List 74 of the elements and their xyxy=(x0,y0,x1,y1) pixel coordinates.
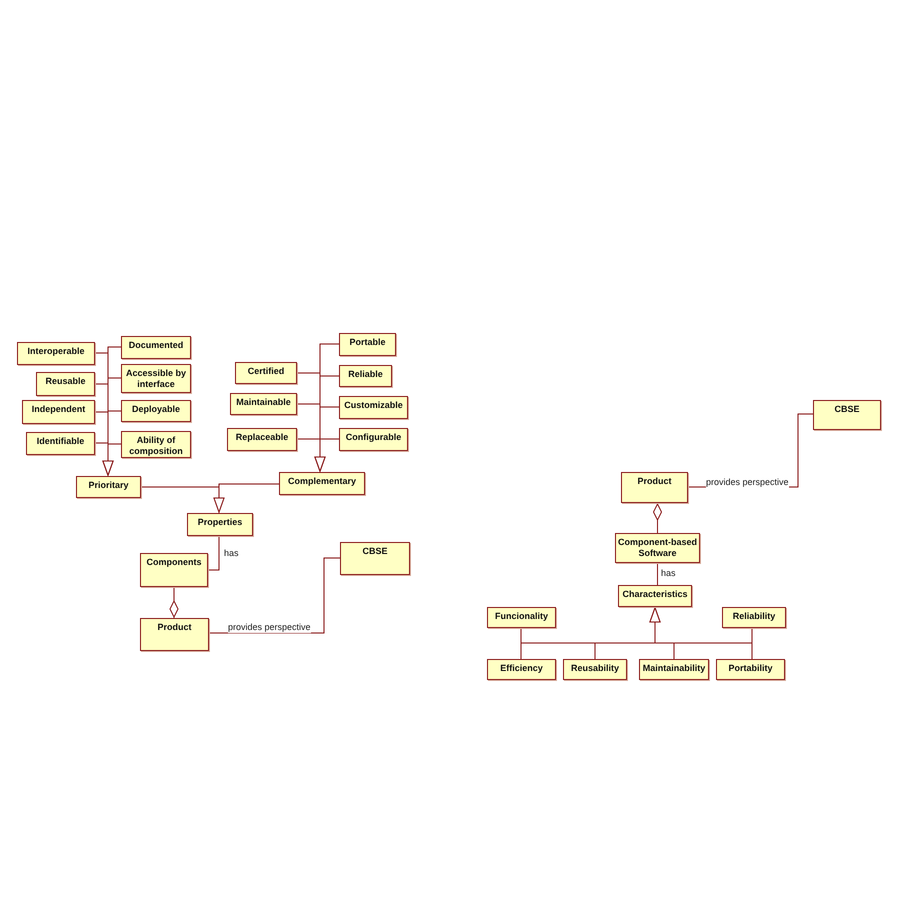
class-name: Customizable xyxy=(344,400,403,411)
class-box xyxy=(639,659,709,680)
class-box xyxy=(227,428,297,451)
class-box xyxy=(487,659,556,680)
class-name: Reliable xyxy=(348,369,383,380)
class-name: Product xyxy=(157,622,192,633)
class-box xyxy=(339,396,408,419)
class-box xyxy=(22,400,95,424)
class-box xyxy=(813,400,881,430)
connector-line xyxy=(208,536,220,570)
class-box xyxy=(17,342,95,365)
edge-label: provides perspective xyxy=(228,622,311,633)
class-name: Reliability xyxy=(732,611,776,622)
class-name: Product xyxy=(637,476,672,487)
class-name: Independent xyxy=(32,404,86,415)
class-box xyxy=(722,607,786,628)
edge-label: has xyxy=(224,548,239,559)
class-name: Component-based Software xyxy=(618,537,697,559)
connector-line xyxy=(102,444,122,476)
class-name: Documented xyxy=(128,340,184,351)
class-name: Maintainability xyxy=(642,663,706,674)
connector-line xyxy=(170,586,178,618)
class-name: Components xyxy=(146,557,202,568)
class-box xyxy=(339,428,408,451)
class-name: Identifiable xyxy=(36,436,84,447)
class-name: Reusability xyxy=(570,663,619,674)
connector-line xyxy=(653,502,662,534)
class-name: Maintainable xyxy=(236,397,291,408)
class-box xyxy=(618,585,692,607)
class-box xyxy=(121,400,191,422)
class-box xyxy=(36,372,95,396)
edge-label: has xyxy=(661,568,676,579)
class-name: Deployable xyxy=(132,404,180,415)
class-box xyxy=(716,659,785,680)
class-name: Complementary xyxy=(288,476,356,487)
class-name: Characteristics xyxy=(622,589,688,600)
class-box xyxy=(339,333,396,356)
connector-line xyxy=(214,484,280,514)
class-box xyxy=(121,336,191,359)
class-box xyxy=(140,618,209,651)
class-name: Portability xyxy=(728,663,772,674)
class-name: Properties xyxy=(198,517,242,528)
class-box xyxy=(339,365,392,387)
class-box xyxy=(563,659,627,680)
class-name: CBSE xyxy=(362,546,388,557)
class-box xyxy=(187,513,253,536)
class-name: Ability of composition xyxy=(128,435,184,457)
class-box xyxy=(235,362,297,384)
class-name: Portable xyxy=(349,337,386,348)
class-name: Configurable xyxy=(346,432,402,443)
connector-line xyxy=(650,606,752,660)
class-name: Funcionality xyxy=(494,611,548,622)
class-name: Prioritary xyxy=(88,480,129,491)
class-box xyxy=(121,431,191,458)
class-box xyxy=(621,472,688,503)
class-name: Replaceable xyxy=(236,432,288,443)
class-box xyxy=(76,476,141,498)
class-name: Reusable xyxy=(45,376,86,387)
class-box xyxy=(140,553,208,587)
connector-line xyxy=(208,558,340,634)
class-name: CBSE xyxy=(834,404,860,415)
class-name: Certified xyxy=(248,366,284,377)
class-box xyxy=(340,542,410,575)
connector-line xyxy=(657,562,658,586)
class-box xyxy=(121,364,191,393)
class-name: Efficiency xyxy=(500,663,543,674)
class-box xyxy=(26,432,95,455)
class-name: Accessible by interface xyxy=(124,368,188,390)
class-name: Interoperable xyxy=(27,346,84,357)
class-box xyxy=(279,472,365,495)
connector-line xyxy=(314,438,340,472)
class-box xyxy=(230,393,297,415)
class-box xyxy=(487,607,556,628)
edge-label: provides perspective xyxy=(706,477,789,488)
